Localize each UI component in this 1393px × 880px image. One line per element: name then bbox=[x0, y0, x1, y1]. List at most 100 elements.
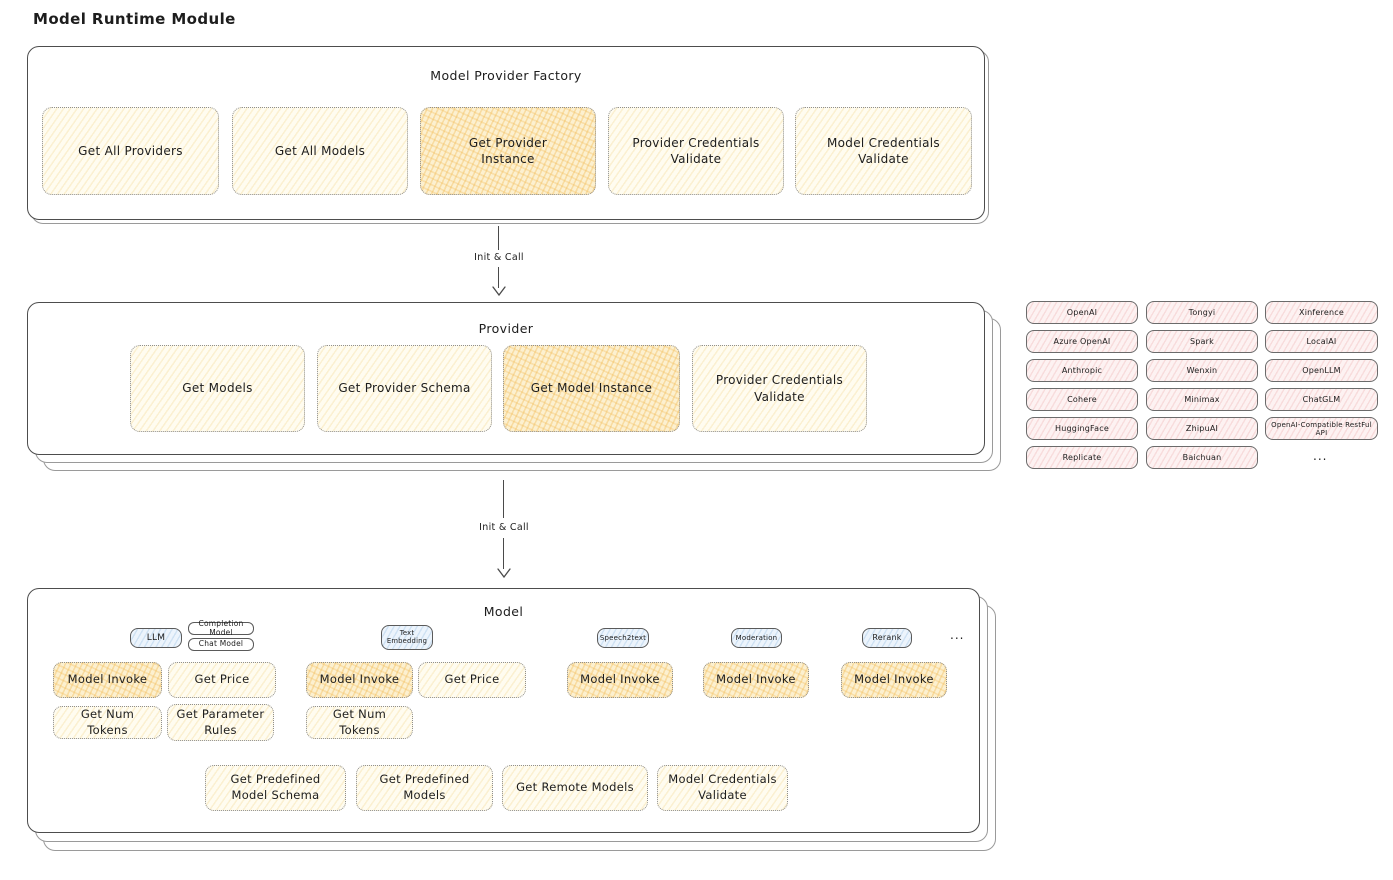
tag-completion-model-label: Completion Model bbox=[198, 618, 244, 637]
provider-get-models: Get Models bbox=[130, 345, 305, 432]
moderation-model-invoke: Model Invoke bbox=[703, 662, 809, 698]
llm-get-parameter-rules: Get Parameter Rules bbox=[167, 704, 274, 741]
get-remote-models: Get Remote Models bbox=[502, 765, 648, 811]
factory-get-provider-instance-label: Get Provider Instance bbox=[468, 135, 548, 166]
vendor-huggingface-label: HuggingFace bbox=[1055, 424, 1109, 433]
vendor-zhipuai-label: ZhipuAI bbox=[1185, 424, 1219, 433]
vendor-huggingface: HuggingFace bbox=[1026, 417, 1138, 440]
te-get-price: Get Price bbox=[418, 662, 526, 698]
vendor-baichuan: Baichuan bbox=[1146, 446, 1258, 469]
vendor-replicate-label: Replicate bbox=[1062, 453, 1102, 462]
vendor-openai-compatible: OpenAI-Compatible RestFul API bbox=[1265, 417, 1378, 440]
arrow2-head-icon bbox=[497, 568, 511, 578]
tag-text-embedding-label: Text Embedding bbox=[386, 628, 428, 645]
vendor-wenxin: Wenxin bbox=[1146, 359, 1258, 382]
get-predefined-models: Get Predefined Models bbox=[356, 765, 493, 811]
tag-rerank: Rerank bbox=[862, 628, 912, 648]
te-get-num-tokens-label: Get Num Tokens bbox=[332, 706, 387, 737]
factory-model-credentials-validate-label: Model Credentials Validate bbox=[827, 135, 940, 166]
vendor-replicate: Replicate bbox=[1026, 446, 1138, 469]
te-get-price-label: Get Price bbox=[444, 672, 500, 687]
arrow1-head-icon bbox=[492, 286, 506, 296]
vendor-openllm-label: OpenLLM bbox=[1302, 366, 1341, 375]
vendor-minimax-label: Minimax bbox=[1184, 395, 1220, 404]
moderation-model-invoke-label: Model Invoke bbox=[716, 672, 796, 687]
model-credentials-validate-label: Model Credentials Validate bbox=[668, 772, 777, 802]
tag-speech2text-label: Speech2text bbox=[599, 633, 647, 642]
arrow1-label: Init & Call bbox=[474, 252, 524, 263]
tag-moderation: Moderation bbox=[731, 628, 782, 648]
tag-chat-model-label: Chat Model bbox=[198, 639, 244, 649]
te-model-invoke: Model Invoke bbox=[306, 662, 413, 698]
provider-provider-credentials-validate-label: Provider Credentials Validate bbox=[715, 373, 844, 404]
te-get-num-tokens: Get Num Tokens bbox=[306, 706, 413, 739]
llm-model-invoke-label: Model Invoke bbox=[67, 672, 148, 687]
llm-get-num-tokens-label: Get Num Tokens bbox=[80, 706, 135, 737]
vendor-minimax: Minimax bbox=[1146, 388, 1258, 411]
vendor-cohere: Cohere bbox=[1026, 388, 1138, 411]
vendor-openllm: OpenLLM bbox=[1265, 359, 1378, 382]
vendor-wenxin-label: Wenxin bbox=[1186, 366, 1218, 375]
arrow2-label: Init & Call bbox=[479, 522, 529, 533]
tag-llm-label: LLM bbox=[146, 632, 166, 643]
vendor-openai: OpenAI bbox=[1026, 301, 1138, 324]
vendor-anthropic: Anthropic bbox=[1026, 359, 1138, 382]
s2t-model-invoke-label: Model Invoke bbox=[580, 672, 660, 687]
tag-moderation-label: Moderation bbox=[735, 633, 778, 642]
vendor-xinference: Xinference bbox=[1265, 301, 1378, 324]
arrow1-line-bottom bbox=[498, 267, 500, 288]
get-predefined-models-label: Get Predefined Models bbox=[379, 772, 470, 802]
llm-get-num-tokens: Get Num Tokens bbox=[53, 706, 162, 739]
tag-completion-model: Completion Model bbox=[188, 618, 254, 637]
tag-llm: LLM bbox=[130, 628, 182, 648]
vendor-xinference-label: Xinference bbox=[1299, 308, 1344, 317]
vendor-localai-label: LocalAI bbox=[1306, 337, 1337, 346]
factory-get-all-models: Get All Models bbox=[232, 107, 408, 195]
provider-get-provider-schema: Get Provider Schema bbox=[317, 345, 492, 432]
factory-get-all-providers: Get All Providers bbox=[42, 107, 219, 195]
vendor-spark-label: Spark bbox=[1190, 337, 1214, 346]
tag-chat-model: Chat Model bbox=[188, 638, 254, 651]
provider-box-title: Provider bbox=[478, 321, 534, 336]
arrow1-line-top bbox=[498, 226, 500, 250]
tag-rerank-label: Rerank bbox=[872, 633, 902, 643]
factory-box-title: Model Provider Factory bbox=[430, 68, 582, 83]
factory-get-all-models-label: Get All Models bbox=[274, 143, 366, 158]
model-credentials-validate: Model Credentials Validate bbox=[657, 765, 788, 811]
factory-provider-credentials-validate-label: Provider Credentials Validate bbox=[632, 135, 760, 166]
arrow2-line-bottom bbox=[503, 538, 505, 569]
vendor-cohere-label: Cohere bbox=[1067, 395, 1097, 404]
vendor-more-ellipsis: ... bbox=[1313, 449, 1328, 463]
get-predefined-model-schema: Get Predefined Model Schema bbox=[205, 765, 346, 811]
tag-more-ellipsis: ... bbox=[950, 628, 965, 642]
factory-get-provider-instance: Get Provider Instance bbox=[420, 107, 596, 195]
get-remote-models-label: Get Remote Models bbox=[516, 780, 634, 795]
factory-provider-credentials-validate: Provider Credentials Validate bbox=[608, 107, 784, 195]
vendor-spark: Spark bbox=[1146, 330, 1258, 353]
tag-speech2text: Speech2text bbox=[597, 628, 649, 648]
arrow2-line-top bbox=[503, 480, 505, 518]
vendor-localai: LocalAI bbox=[1265, 330, 1378, 353]
llm-model-invoke: Model Invoke bbox=[53, 662, 162, 698]
provider-get-provider-schema-label: Get Provider Schema bbox=[338, 381, 471, 396]
vendor-chatglm: ChatGLM bbox=[1265, 388, 1378, 411]
provider-get-models-label: Get Models bbox=[182, 381, 253, 396]
get-predefined-model-schema-label: Get Predefined Model Schema bbox=[230, 772, 321, 802]
provider-get-model-instance-label: Get Model Instance bbox=[530, 381, 653, 396]
tag-text-embedding: Text Embedding bbox=[381, 625, 433, 650]
s2t-model-invoke: Model Invoke bbox=[567, 662, 673, 698]
llm-get-parameter-rules-label: Get Parameter Rules bbox=[176, 706, 265, 737]
vendor-azure-openai-label: Azure OpenAI bbox=[1053, 337, 1111, 346]
vendor-azure-openai: Azure OpenAI bbox=[1026, 330, 1138, 353]
rerank-model-invoke-label: Model Invoke bbox=[854, 672, 934, 687]
model-box-title: Model bbox=[483, 604, 524, 619]
vendor-anthropic-label: Anthropic bbox=[1061, 366, 1103, 375]
vendor-openai-compatible-label: OpenAI-Compatible RestFul API bbox=[1271, 420, 1372, 437]
factory-model-credentials-validate: Model Credentials Validate bbox=[795, 107, 972, 195]
te-model-invoke-label: Model Invoke bbox=[319, 672, 400, 687]
vendor-openai-label: OpenAI bbox=[1066, 308, 1098, 317]
vendor-tongyi: Tongyi bbox=[1146, 301, 1258, 324]
page-title: Model Runtime Module bbox=[33, 10, 236, 28]
llm-get-price: Get Price bbox=[168, 662, 276, 698]
